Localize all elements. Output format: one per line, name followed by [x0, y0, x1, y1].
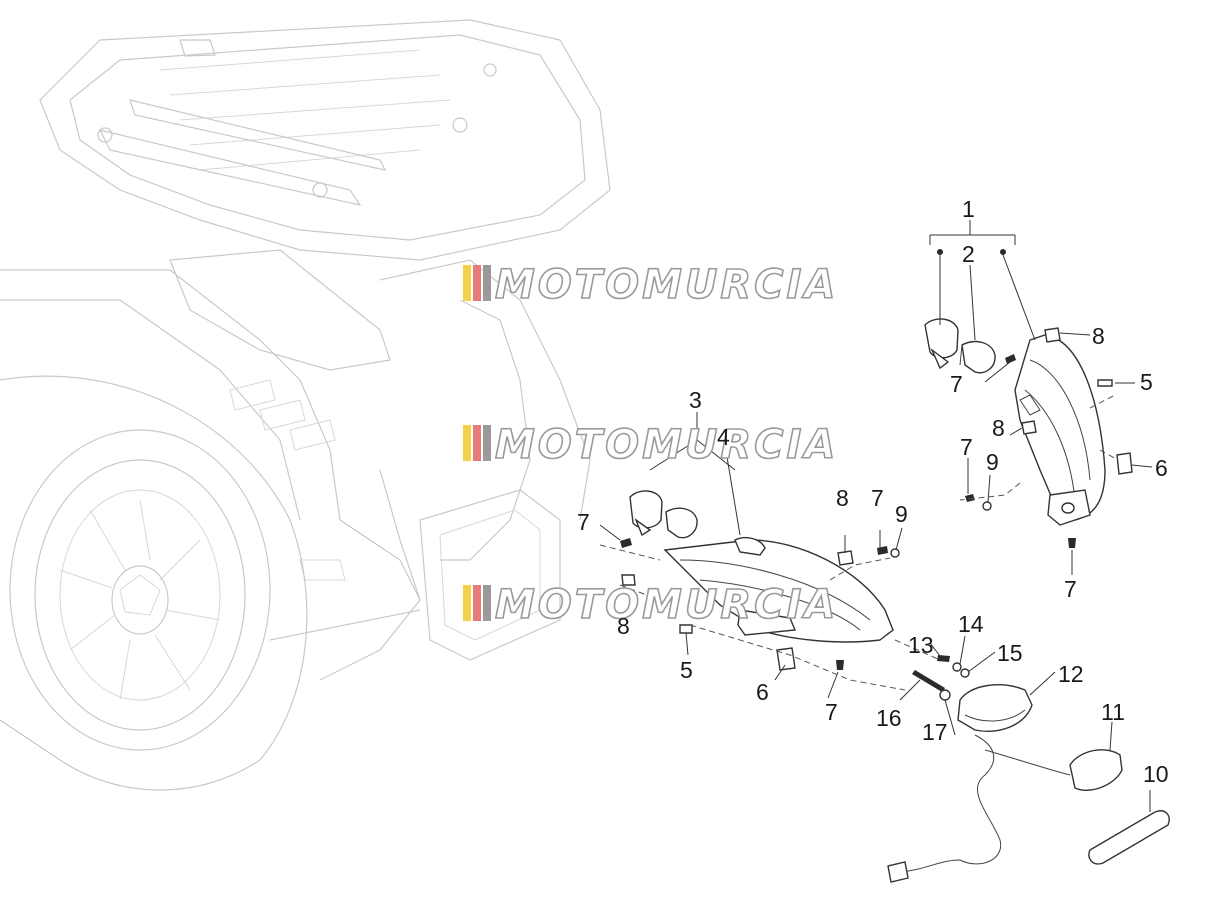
screw-5-left: [679, 624, 693, 634]
wiring-cable: [899, 734, 1002, 873]
indicator-lens: [663, 539, 894, 643]
reflector-strip: [1088, 810, 1170, 865]
callout-label: 7: [577, 509, 590, 535]
callout-label: 8: [1092, 323, 1105, 349]
nut-6-left: [776, 647, 796, 671]
callout-label: 15: [997, 640, 1023, 666]
callout-label: 10: [1143, 761, 1169, 787]
plate-light-housing: [957, 684, 1033, 732]
callout-label: 5: [1140, 369, 1153, 395]
washer-9-right: [982, 501, 992, 511]
svg-text:MOTOMURCIA: MOTOMURCIA: [495, 422, 838, 468]
callout-label: 9: [986, 449, 999, 475]
screw-7-f: [836, 660, 844, 670]
clip-8-upper: [1044, 327, 1061, 343]
right-bulb-socket: [924, 318, 959, 370]
screw-5-right: [1097, 379, 1113, 387]
svg-text:MOTOMURCIA: MOTOMURCIA: [495, 582, 838, 628]
screw-7-d: [620, 538, 632, 548]
callout-label: 9: [895, 501, 908, 527]
right-indicator-assembly: [1014, 334, 1106, 526]
callout-labels: 1 2 8 7 5 8 7 9 6 7 3 4 7 8 7 9 8 5 6 7 …: [577, 196, 1169, 787]
callout-label: 8: [617, 613, 630, 639]
callout-label: 2: [962, 241, 975, 267]
callout-label: 17: [922, 719, 948, 745]
leader-lines: [599, 220, 1153, 812]
callout-label: 7: [1064, 576, 1077, 602]
callout-label: 14: [958, 611, 984, 637]
screw-7-c: [1068, 538, 1076, 548]
callout-label: 13: [908, 632, 934, 658]
clip-8-right: [1021, 420, 1037, 435]
left-indicator-assembly: [663, 536, 894, 643]
callout-label: 8: [836, 485, 849, 511]
callout-label: 16: [876, 705, 902, 731]
screw-7-e: [877, 546, 888, 555]
washer-9-left: [890, 548, 900, 558]
plate-light-hardware: [912, 655, 970, 701]
callout-label: 7: [950, 371, 963, 397]
watermark-1: MOTOMURCIA: [463, 261, 838, 309]
clip-8-lower-left: [621, 574, 636, 586]
callout-label: 12: [1058, 661, 1084, 687]
callout-label: 1: [962, 196, 975, 222]
callout-label: 5: [680, 657, 693, 683]
callout-label: 7: [960, 434, 973, 460]
watermark-2: MOTOMURCIA: [463, 421, 838, 469]
left-bulb: [665, 507, 698, 539]
callout-label: 8: [992, 415, 1005, 441]
watermark-3: MOTOMURCIA: [463, 581, 838, 629]
plate-light-lens: [1069, 749, 1123, 791]
nut-6-right: [1116, 452, 1133, 475]
scooter-rear-outline: [0, 19, 611, 791]
right-bulb: [959, 340, 996, 374]
svg-text:MOTOMURCIA: MOTOMURCIA: [495, 262, 838, 308]
clip-8-left: [837, 550, 854, 566]
callout-label: 11: [1101, 699, 1125, 725]
callout-label: 6: [1155, 455, 1168, 481]
assembly-dashes: [599, 394, 1119, 691]
cable-connector: [887, 861, 909, 883]
callout-label: 3: [689, 387, 702, 413]
screw-7-a: [1005, 354, 1016, 364]
callout-label: 7: [825, 699, 838, 725]
left-bulb-socket: [629, 490, 663, 537]
callout-label: 4: [717, 424, 730, 450]
callout-label: 6: [756, 679, 769, 705]
screw-7-b: [965, 494, 975, 502]
callout-label: 7: [871, 485, 884, 511]
